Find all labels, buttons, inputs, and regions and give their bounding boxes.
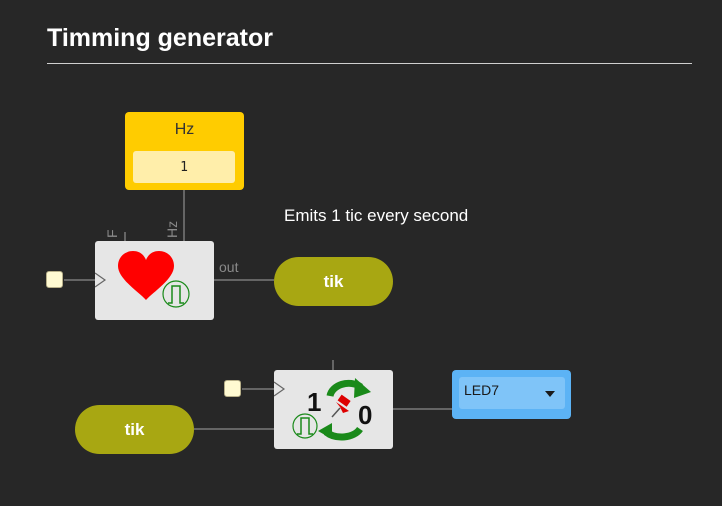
led-select-value: LED7 <box>464 382 500 398</box>
pushpin-icon <box>331 394 351 418</box>
toggle-right-digit: 0 <box>358 400 373 430</box>
toggle-block-graphic <box>274 378 371 441</box>
toggle-block[interactable]: 1 0 <box>274 370 393 449</box>
port-label-out: out <box>219 259 239 275</box>
port-label-hz: Hz <box>164 220 180 238</box>
led-select-dropdown[interactable]: LED7 <box>459 377 565 409</box>
pulse-icon <box>292 413 318 439</box>
timer-block[interactable] <box>94 241 214 320</box>
tik-input-pill[interactable]: tik <box>75 405 194 454</box>
block-caption: Emits 1 tic every second <box>284 206 469 225</box>
pulse-icon <box>162 280 190 308</box>
port-label-f: F <box>104 229 120 238</box>
heart-input-toggle[interactable] <box>46 271 63 288</box>
heart-icon <box>118 251 174 300</box>
led-block[interactable]: LED7 <box>452 370 571 419</box>
toggle-left-digit: 1 <box>307 387 322 417</box>
page-title: Timming generator <box>47 24 273 52</box>
toggle-input-toggle[interactable] <box>224 380 241 397</box>
hz-value-input[interactable] <box>133 151 235 183</box>
cycle-arrows-icon <box>318 378 371 441</box>
tik-output-pill[interactable]: tik <box>274 257 393 306</box>
chevron-down-icon <box>545 391 555 397</box>
title-divider <box>47 63 692 64</box>
hz-constant-block[interactable]: Hz <box>125 112 244 190</box>
timer-block-graphic <box>94 251 190 308</box>
hz-block-label: Hz <box>174 121 195 138</box>
